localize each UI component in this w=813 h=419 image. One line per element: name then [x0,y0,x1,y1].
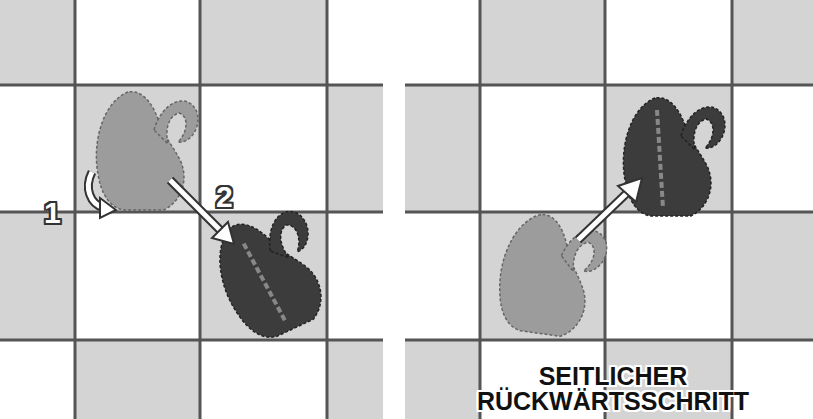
end-figure [623,98,725,216]
end-figure [202,198,344,348]
checkerboard [0,0,383,419]
move-arrow [88,172,116,218]
step-caption: SEITLICHER RÜCKWÄRTSSCHRITT [418,364,808,414]
move-arrow [578,178,642,240]
callout-number: 2 [216,180,233,214]
move-arrow [170,180,234,244]
callout-number: 1 [44,196,61,230]
checkerboard [405,0,813,419]
